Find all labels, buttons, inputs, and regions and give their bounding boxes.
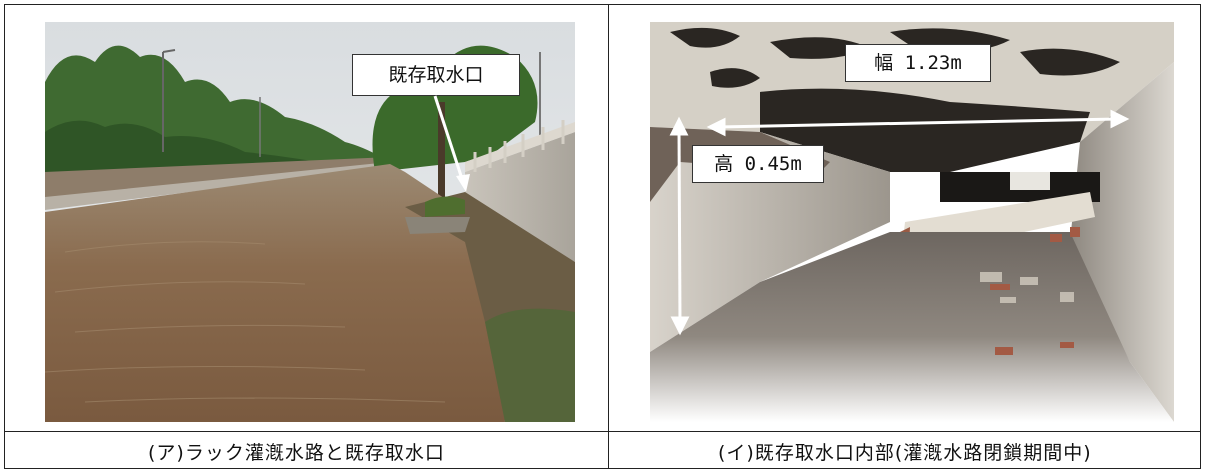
figure-frame: [4, 4, 1201, 469]
caption-separator: [4, 431, 1201, 432]
height-label: 高 0.45m: [692, 145, 824, 183]
caption-right: (イ)既存取水口内部(灌漑水路閉鎖期間中): [718, 442, 1092, 464]
intake-callout: 既存取水口: [352, 54, 520, 96]
caption-left: (ア)ラック灌漑水路と既存取水口: [148, 442, 445, 464]
width-label: 幅 1.23m: [845, 44, 991, 82]
panel-divider: [608, 4, 609, 469]
culvert-photo: [650, 22, 1174, 422]
